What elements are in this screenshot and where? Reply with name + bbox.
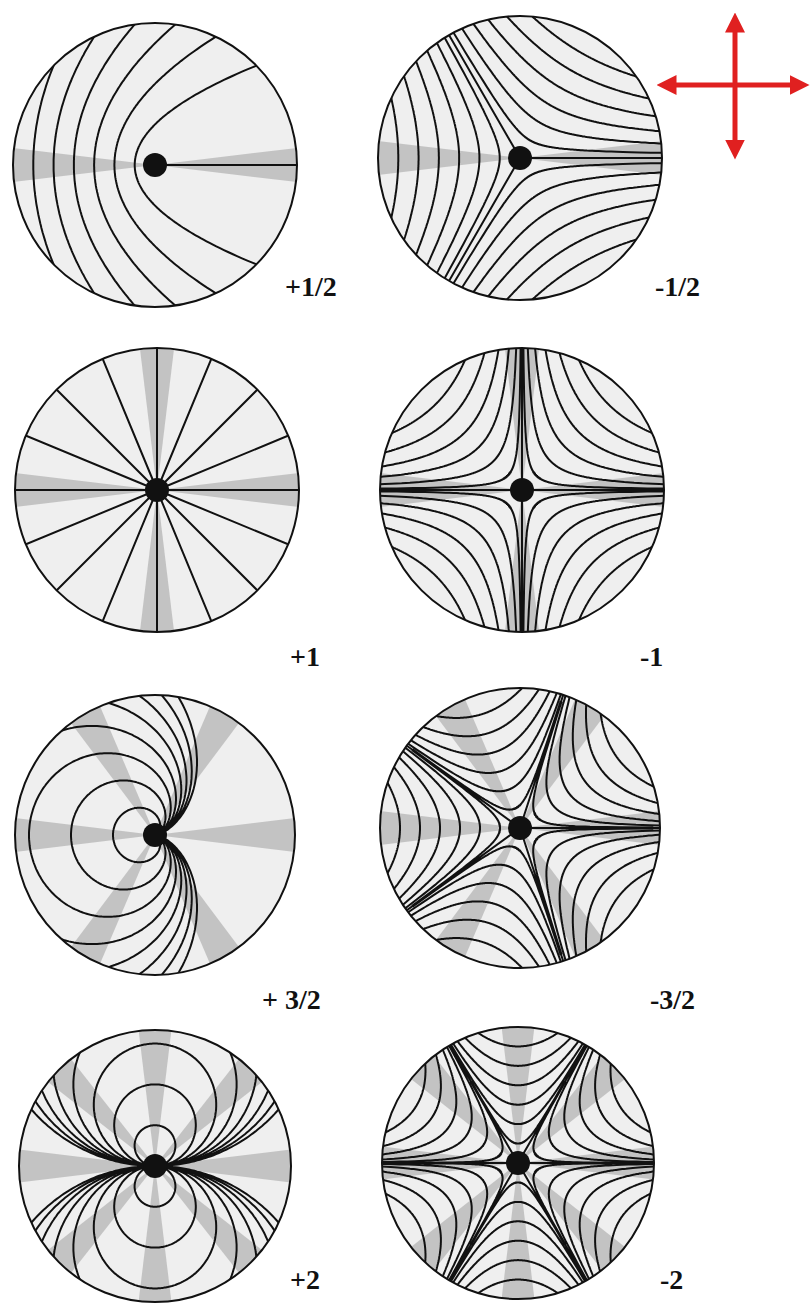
dark-brush <box>0 813 155 857</box>
dark-brush <box>411 661 520 828</box>
circle-outline <box>380 688 660 968</box>
director-line <box>326 294 719 687</box>
defect-strength-label: -2 <box>660 1265 683 1296</box>
defect-field <box>0 307 340 674</box>
circle-outline <box>378 16 662 300</box>
dark-brush <box>518 1163 657 1302</box>
dark-brush <box>155 813 336 857</box>
dark-brush <box>134 1166 176 1315</box>
dark-brush <box>337 136 520 180</box>
defect-strength-label: -1 <box>640 642 663 673</box>
dark-brush <box>497 1163 539 1315</box>
defect-field <box>337 0 715 352</box>
defect-core <box>510 478 534 502</box>
defect-strength-label: +1/2 <box>285 272 337 303</box>
defect-field <box>329 988 706 1315</box>
dark-brush <box>0 143 155 187</box>
defect-strength-label: +2 <box>290 1265 320 1296</box>
director-line <box>329 992 706 1315</box>
defect-core <box>143 823 167 847</box>
defect-core <box>145 478 169 502</box>
circle-outline <box>13 23 297 307</box>
director-line <box>0 320 327 661</box>
director-line <box>350 638 715 1019</box>
defect-field <box>339 638 715 1019</box>
circle-outline <box>15 348 299 632</box>
circle-outline <box>15 695 295 975</box>
defect-core <box>508 816 532 840</box>
dark-brush <box>134 991 176 1167</box>
dark-brush <box>0 1145 155 1187</box>
director-line <box>370 0 714 352</box>
dark-brush <box>379 1024 518 1163</box>
dark-brush <box>46 835 155 1002</box>
defect-strength-label: -1/2 <box>655 272 700 303</box>
dark-brush <box>155 1145 331 1187</box>
director-line <box>0 643 197 1027</box>
defect-core <box>508 146 532 170</box>
defect-field <box>326 294 719 687</box>
dark-brush <box>518 1024 657 1163</box>
defect-strength-label: +1 <box>290 642 320 673</box>
dark-brush <box>379 1163 518 1302</box>
defect-field <box>0 643 336 1027</box>
defect-field <box>0 0 340 361</box>
circle-outline <box>19 1030 291 1302</box>
defect-strength-label: + 3/2 <box>262 985 321 1016</box>
director-line <box>1 989 310 1315</box>
dark-brush <box>46 668 155 835</box>
defect-field <box>0 989 331 1315</box>
defect-strength-label: -3/2 <box>650 985 695 1016</box>
circle-outline <box>380 348 664 632</box>
circle-outline <box>382 1027 654 1299</box>
dark-brush <box>411 828 520 995</box>
director-line <box>33 0 339 361</box>
defect-core <box>506 1151 530 1175</box>
defect-core <box>143 153 167 177</box>
defect-core <box>143 1154 167 1178</box>
polarizer-cross <box>664 20 802 152</box>
